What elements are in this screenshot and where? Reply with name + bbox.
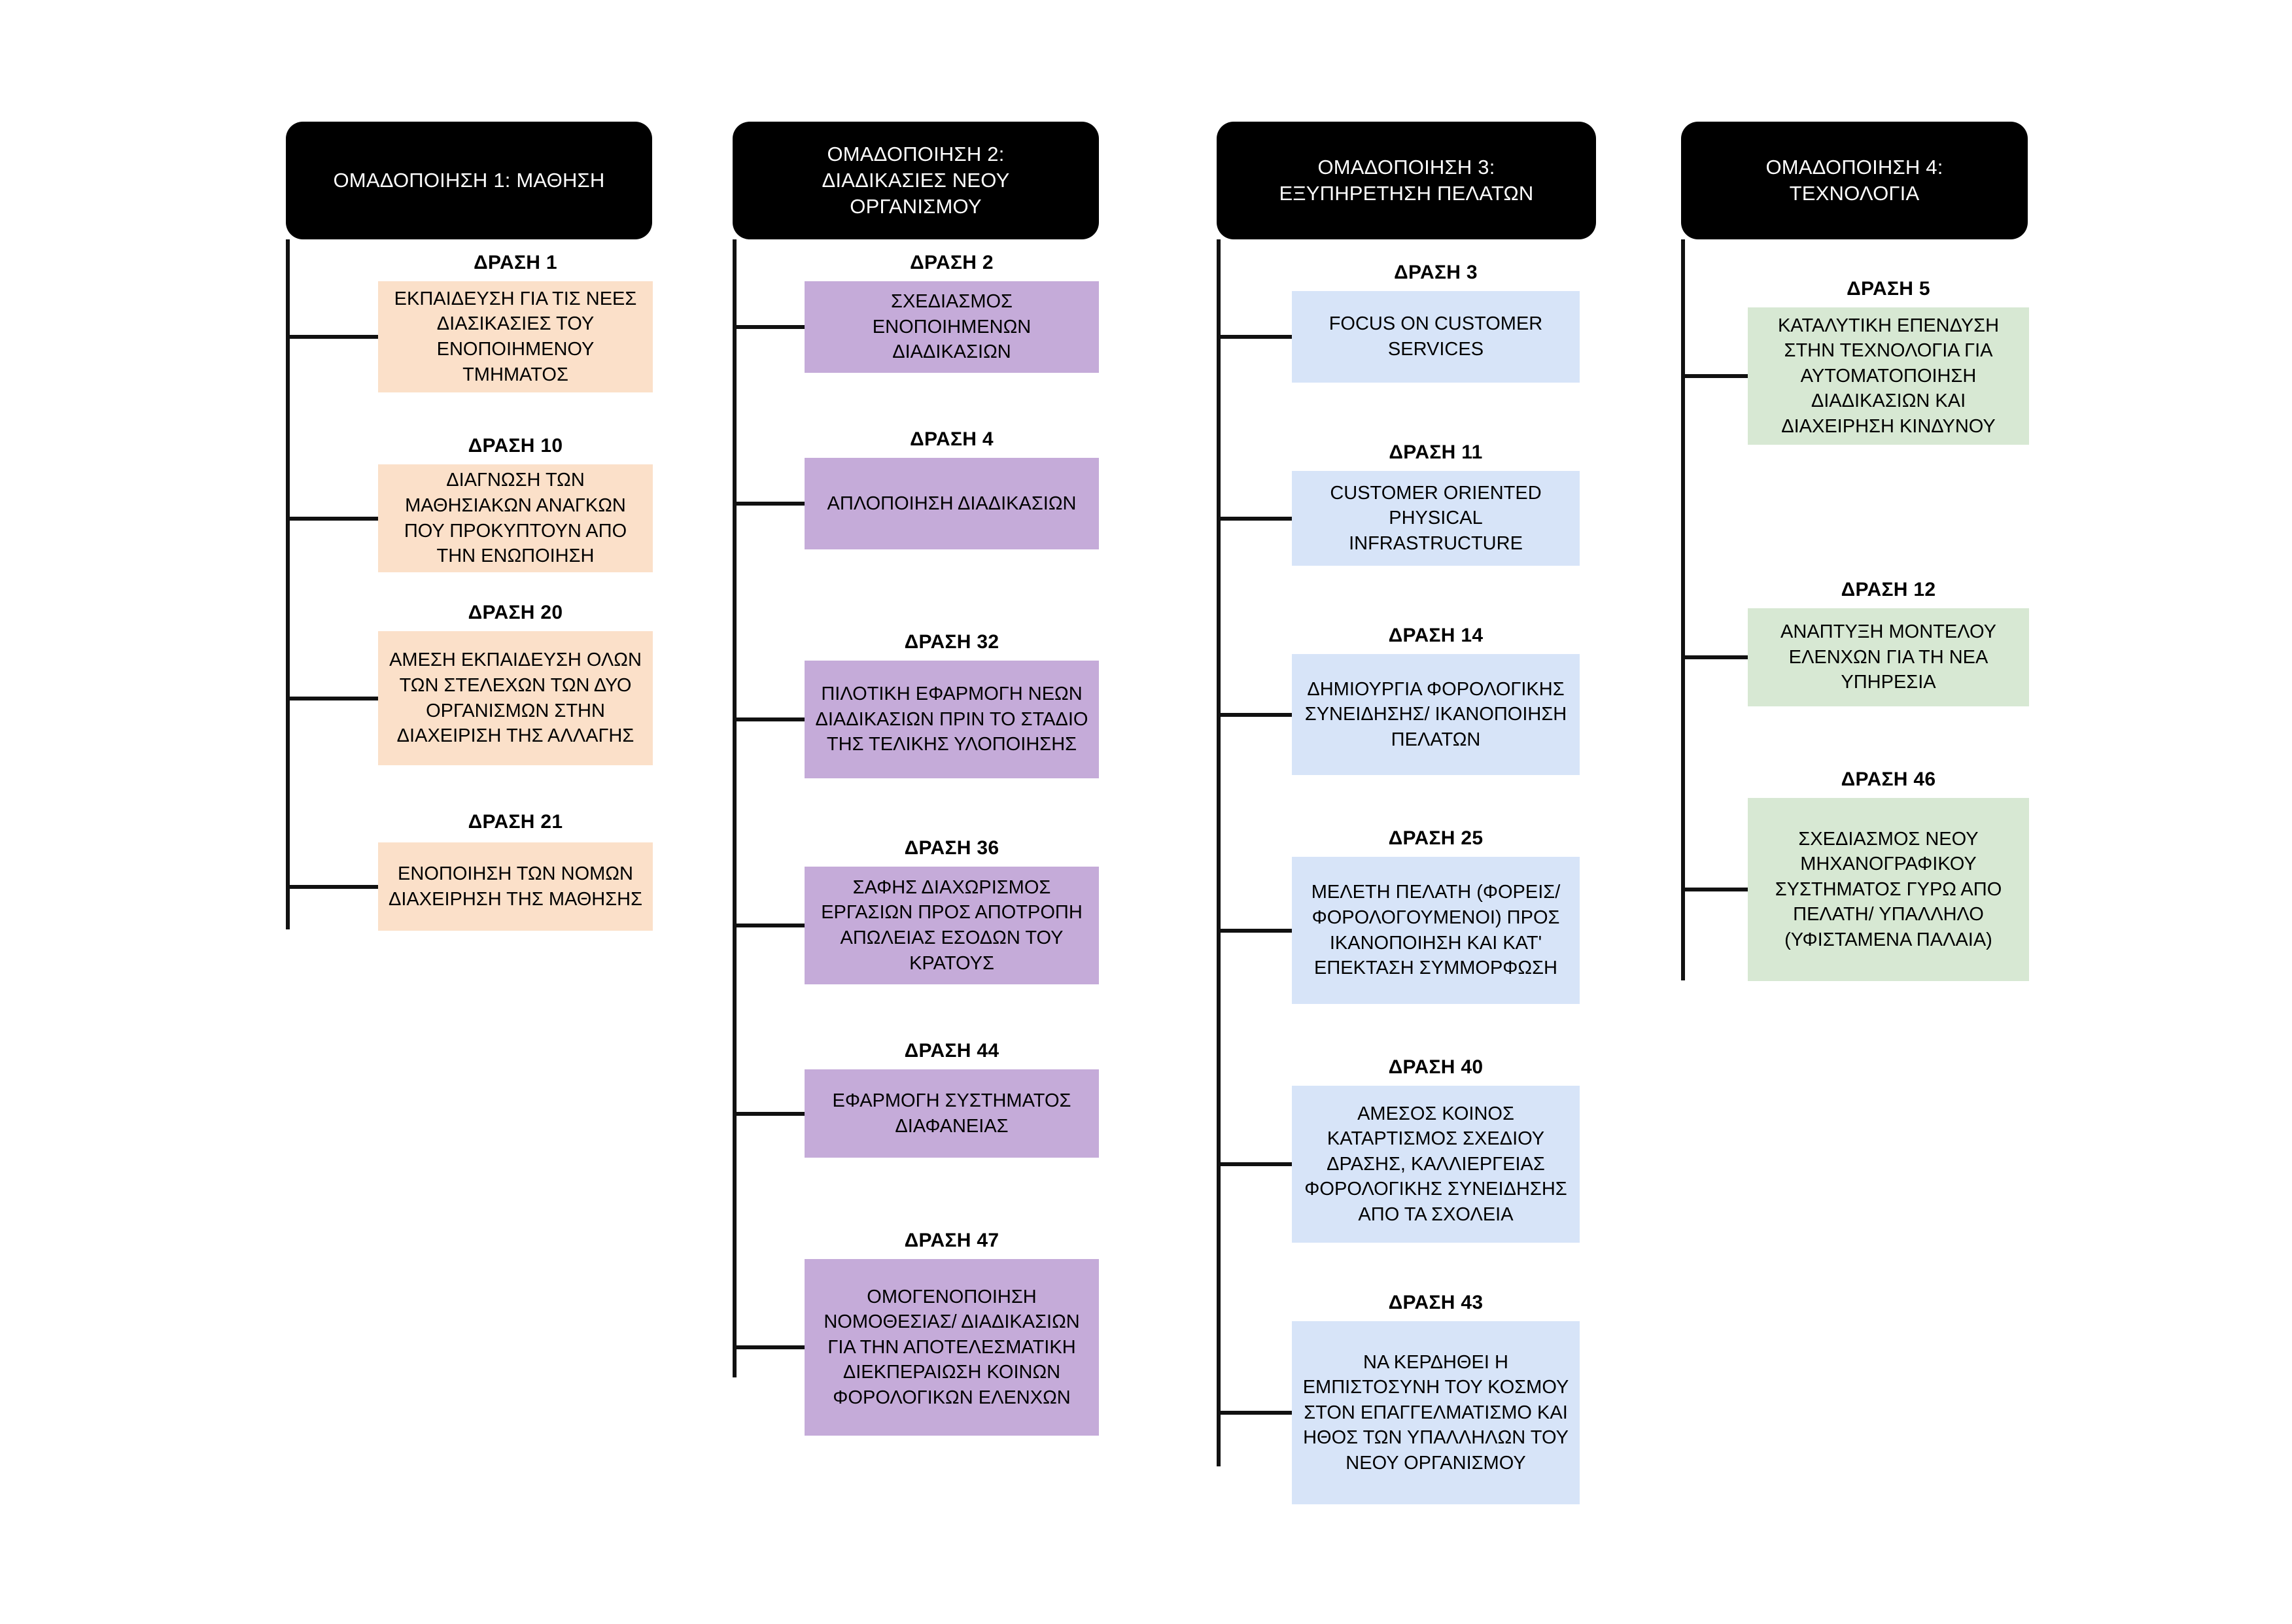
action-box: ΕΦΑΡΜΟΓΗ ΣΥΣΤΗΜΑΤΟΣ ΔΙΑΦΑΝΕΙΑΣ (805, 1069, 1099, 1158)
connector-branch-2-2 (733, 502, 805, 506)
group-header-2: ΟΜΑΔΟΠΟΙΗΣΗ 2: ΔΙΑΔΙΚΑΣΙΕΣ ΝΕΟΥ ΟΡΓΑΝΙΣΜ… (733, 122, 1099, 239)
action-box: ΑΝΑΠΤΥΞΗ ΜΟΝΤΕΛΟΥ ΕΛΕΝΧΩΝ ΓΙΑ ΤΗ ΝΕΑ ΥΠΗ… (1748, 608, 2029, 706)
action-label: ΔΡΑΣΗ 1 (474, 252, 557, 273)
connector-branch-3-4 (1217, 928, 1292, 933)
action-box: ΣΧΕΔΙΑΣΜΟΣ ΕΝΟΠΟΙΗΜΕΝΩΝ ΔΙΑΔΙΚΑΣΙΩΝ (805, 281, 1099, 373)
action-label: ΔΡΑΣΗ 20 (468, 602, 563, 623)
action-box: ΣΑΦΗΣ ΔΙΑΧΩΡΙΣΜΟΣ ΕΡΓΑΣΙΩΝ ΠΡΟΣ ΑΠΟΤΡΟΠΗ… (805, 867, 1099, 984)
group-header-4: ΟΜΑΔΟΠΟΙΗΣΗ 4: ΤΕΧΝΟΛΟΓΙΑ (1681, 122, 2028, 239)
connector-branch-2-5 (733, 1111, 805, 1116)
connector-trunk-2 (733, 239, 737, 1377)
action-label: ΔΡΑΣΗ 12 (1841, 579, 1936, 600)
action-label: ΔΡΑΣΗ 44 (904, 1040, 999, 1062)
action-label: ΔΡΑΣΗ 2 (910, 252, 994, 273)
action-label: ΔΡΑΣΗ 11 (1389, 441, 1483, 463)
action-label: ΔΡΑΣΗ 47 (904, 1230, 999, 1251)
connector-branch-4-2 (1681, 655, 1748, 659)
action-box: ΝΑ ΚΕΡΔΗΘΕΙ Η ΕΜΠΙΣΤΟΣΥΝΗ ΤΟΥ ΚΟΣΜΟΥ ΣΤΟ… (1292, 1321, 1580, 1504)
action-box: ΕΚΠΑΙΔΕΥΣΗ ΓΙΑ ΤΙΣ ΝΕΕΣ ΔΙΑΣΙΚΑΣΙΕΣ ΤΟΥ … (378, 281, 653, 392)
connector-trunk-4 (1681, 239, 1685, 980)
action-label: ΔΡΑΣΗ 32 (904, 631, 999, 653)
action-label: ΔΡΑΣΗ 5 (1847, 278, 1930, 300)
action-box: ΟΜΟΓΕΝΟΠΟΙΗΣΗ ΝΟΜΟΘΕΣΙΑΣ/ ΔΙΑΔΙΚΑΣΙΩΝ ΓΙ… (805, 1259, 1099, 1436)
action-label: ΔΡΑΣΗ 43 (1388, 1292, 1484, 1313)
connector-branch-3-3 (1217, 712, 1292, 717)
action-box: CUSTOMER ORIENTED PHYSICAL INFRASTRUCTUR… (1292, 471, 1580, 566)
action-box: ΔΗΜΙΟΥΡΓΙΑ ΦΟΡΟΛΟΓΙΚΗΣ ΣΥΝΕΙΔΗΣΗΣ/ ΙΚΑΝΟ… (1292, 654, 1580, 775)
action-box: ΜΕΛΕΤΗ ΠΕΛΑΤΗ (ΦΟΡΕΙΣ/ ΦΟΡΟΛΟΓΟΥΜΕΝΟΙ) Π… (1292, 857, 1580, 1004)
action-label: ΔΡΑΣΗ 25 (1388, 827, 1484, 849)
connector-branch-3-5 (1217, 1162, 1292, 1166)
action-box: ΠΙΛΟΤΙΚΗ ΕΦΑΡΜΟΓΗ ΝΕΩΝ ΔΙΑΔΙΚΑΣΙΩΝ ΠΡΙΝ … (805, 661, 1099, 778)
connector-branch-1-1 (286, 335, 378, 339)
action-box: ΑΜΕΣΟΣ ΚΟΙΝΟΣ ΚΑΤΑΡΤΙΣΜΟΣ ΣΧΕΔΙΟΥ ΔΡΑΣΗΣ… (1292, 1086, 1580, 1243)
connector-branch-1-4 (286, 884, 378, 889)
action-label: ΔΡΑΣΗ 46 (1841, 769, 1936, 790)
action-label: ΔΡΑΣΗ 21 (468, 811, 563, 833)
connector-branch-3-6 (1217, 1411, 1292, 1415)
action-box: FOCUS ON CUSTOMER SERVICES (1292, 291, 1580, 383)
connector-branch-2-6 (733, 1345, 805, 1349)
connector-branch-1-3 (286, 696, 378, 700)
connector-branch-3-1 (1217, 335, 1292, 339)
connector-branch-4-1 (1681, 374, 1748, 378)
connector-branch-2-1 (733, 325, 805, 329)
action-label: ΔΡΑΣΗ 10 (468, 435, 563, 457)
action-label: ΔΡΑΣΗ 36 (904, 837, 999, 859)
action-box: ΕΝΟΠΟΙΗΣΗ ΤΩΝ ΝΟΜΩΝ ΔΙΑΧΕΙΡΗΣΗ ΤΗΣ ΜΑΘΗΣ… (378, 842, 653, 931)
action-label: ΔΡΑΣΗ 40 (1388, 1056, 1484, 1078)
action-box: ΣΧΕΔΙΑΣΜΟΣ ΝΕΟΥ ΜΗΧΑΝΟΓΡΑΦΙΚΟΥ ΣΥΣΤΗΜΑΤΟ… (1748, 798, 2029, 981)
action-box: ΑΠΛΟΠΟΙΗΣΗ ΔΙΑΔΙΚΑΣΙΩΝ (805, 458, 1099, 549)
action-label: ΔΡΑΣΗ 14 (1388, 625, 1484, 646)
group-header-3: ΟΜΑΔΟΠΟΙΗΣΗ 3: ΕΞΥΠΗΡΕΤΗΣΗ ΠΕΛΑΤΩΝ (1217, 122, 1596, 239)
action-label: ΔΡΑΣΗ 3 (1394, 262, 1478, 283)
connector-branch-2-3 (733, 717, 805, 721)
action-label: ΔΡΑΣΗ 4 (910, 428, 994, 450)
action-box: ΔΙΑΓΝΩΣΗ ΤΩΝ ΜΑΘΗΣΙΑΚΩΝ ΑΝΑΓΚΩΝ ΠΟΥ ΠΡΟΚ… (378, 464, 653, 572)
connector-branch-4-3 (1681, 888, 1748, 891)
group-header-1: ΟΜΑΔΟΠΟΙΗΣΗ 1: ΜΑΘΗΣΗ (286, 122, 652, 239)
connector-branch-2-4 (733, 924, 805, 927)
connector-trunk-1 (286, 239, 290, 929)
action-box: ΑΜΕΣΗ ΕΚΠΑΙΔΕΥΣΗ ΟΛΩΝ ΤΩΝ ΣΤΕΛΕΧΩΝ ΤΩΝ Δ… (378, 631, 653, 765)
connector-branch-1-2 (286, 516, 378, 521)
connector-trunk-3 (1217, 239, 1221, 1466)
connector-branch-3-2 (1217, 516, 1292, 521)
action-box: ΚΑΤΑΛΥΤΙΚΗ ΕΠΕΝΔΥΣΗ ΣΤΗΝ ΤΕΧΝΟΛΟΓΙΑ ΓΙΑ … (1748, 307, 2029, 445)
